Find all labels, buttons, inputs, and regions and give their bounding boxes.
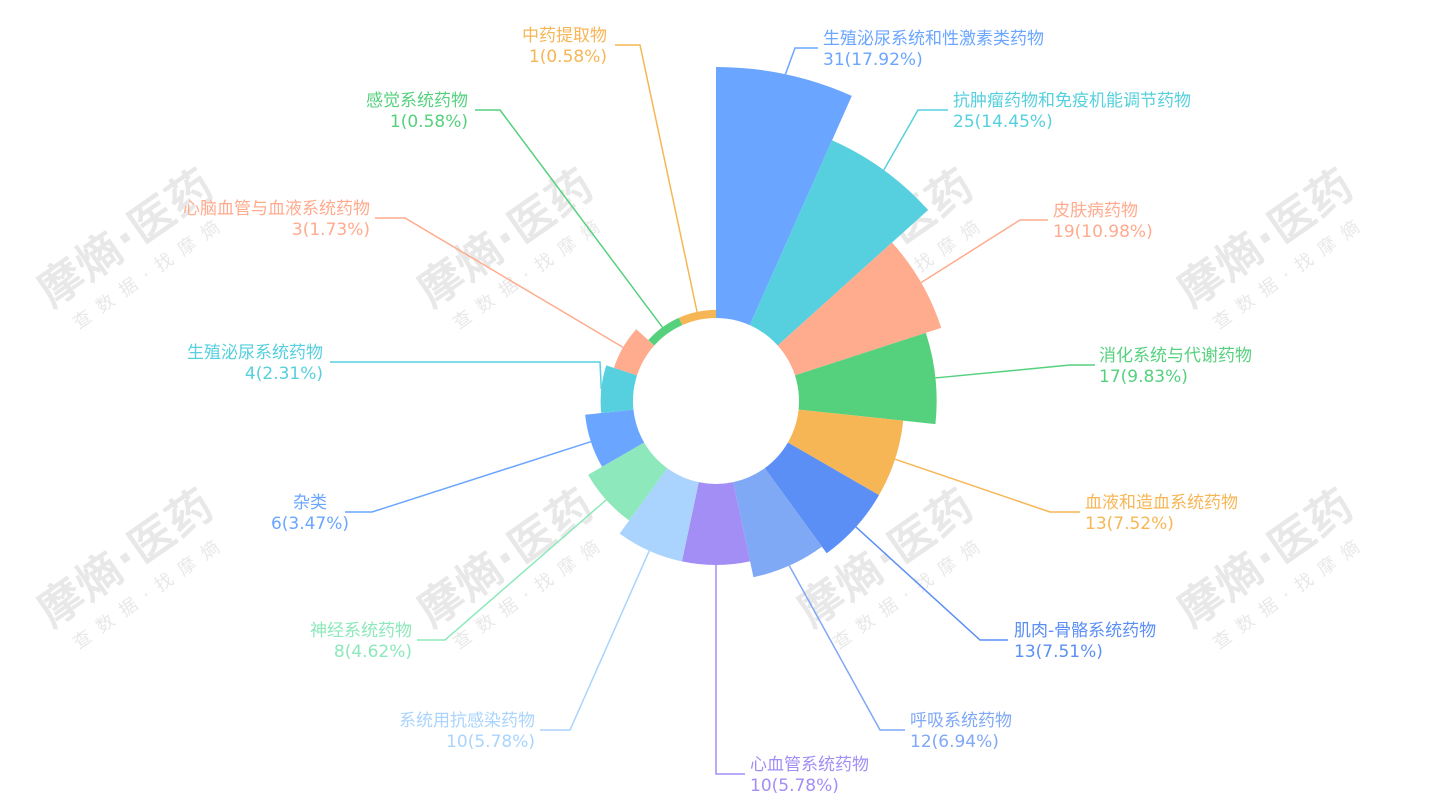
label-line	[715, 564, 745, 775]
rose-slice[interactable]	[585, 409, 645, 467]
rose-slice[interactable]	[600, 365, 638, 414]
rose-slice[interactable]	[749, 140, 929, 346]
rose-slice[interactable]	[787, 409, 904, 496]
rose-slice[interactable]	[733, 468, 822, 578]
slice-label-value: 19(10.98%)	[1053, 222, 1153, 242]
rose-slice[interactable]	[716, 67, 852, 326]
rose-slice[interactable]	[678, 309, 716, 326]
slice-label-name: 呼吸系统药物	[910, 711, 1012, 731]
slice-label-name: 生殖泌尿系统药物	[187, 343, 323, 363]
label-line	[475, 109, 664, 328]
rose-slice[interactable]	[588, 442, 668, 521]
slice-label-name: 生殖泌尿系统和性激素类药物	[823, 29, 1044, 49]
rose-slice[interactable]	[681, 482, 751, 565]
slice-label-name: 心血管系统药物	[750, 755, 869, 775]
slice-label-value: 6(3.47%)	[271, 514, 349, 534]
rose-slice[interactable]	[794, 332, 937, 425]
slice-label-name: 系统用抗感染药物	[399, 711, 535, 731]
slice-label-name: 心脑血管与血液系统药物	[183, 199, 370, 219]
slice-label-value: 12(6.94%)	[910, 732, 999, 752]
slice-label-value: 13(7.52%)	[1085, 514, 1174, 534]
slice-label-value: 13(7.51%)	[1014, 642, 1103, 662]
label-line	[788, 565, 905, 731]
label-line	[417, 499, 607, 641]
slice-label-name: 神经系统药物	[310, 621, 412, 641]
label-line	[540, 550, 650, 731]
slice-label-name: 抗肿瘤药物和免疫机能调节药物	[953, 91, 1191, 111]
slice-label-name: 皮肤病药物	[1053, 201, 1138, 221]
label-line	[894, 458, 1080, 513]
rose-slice[interactable]	[613, 329, 655, 376]
slice-label-name: 肌肉-骨骼系统药物	[1014, 621, 1156, 641]
label-line	[375, 217, 624, 348]
label-line	[935, 364, 1095, 379]
rose-slice[interactable]	[764, 442, 880, 554]
slice-label-name: 中药提取物	[522, 26, 607, 46]
slice-label-value: 1(0.58%)	[529, 47, 607, 67]
slice-label-value: 31(17.92%)	[823, 50, 923, 70]
slice-label-value: 10(5.78%)	[446, 732, 535, 752]
label-line	[330, 361, 602, 389]
label-line	[345, 440, 592, 513]
rose-slice[interactable]	[619, 468, 699, 562]
rose-slice[interactable]	[648, 317, 683, 346]
slice-label-value: 10(5.78%)	[750, 776, 839, 796]
slice-label-value: 8(4.62%)	[334, 642, 412, 662]
slice-label-value: 25(14.45%)	[953, 112, 1053, 132]
label-line	[784, 47, 818, 75]
slice-label-value: 17(9.83%)	[1099, 367, 1188, 387]
slice-label-name: 杂类	[293, 493, 327, 513]
label-line	[883, 109, 948, 171]
label-line	[855, 526, 1008, 641]
slice-label-value: 4(2.31%)	[245, 364, 323, 384]
label-line	[920, 219, 1048, 284]
label-line	[615, 44, 698, 313]
slice-label-name: 血液和造血系统药物	[1085, 493, 1238, 513]
slice-label-name: 感觉系统药物	[366, 91, 468, 111]
slice-label-value: 1(0.58%)	[390, 112, 468, 132]
slice-label-value: 3(1.73%)	[292, 220, 370, 240]
slice-label-name: 消化系统与代谢药物	[1099, 346, 1252, 366]
rose-slice[interactable]	[777, 242, 942, 376]
